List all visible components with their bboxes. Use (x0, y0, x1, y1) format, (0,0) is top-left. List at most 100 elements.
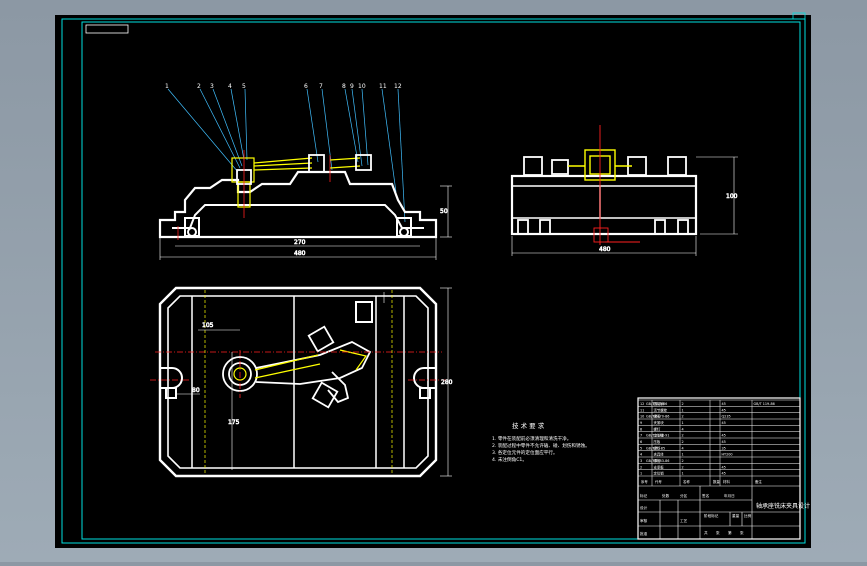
parts-list-cell: 夹具体 (654, 452, 665, 457)
parts-list-cell: 定位键 (654, 433, 665, 438)
parts-list-grid (637, 399, 801, 486)
dim-height: 50 (440, 208, 448, 215)
side-feet (517, 219, 689, 235)
sign-label: 签名 (702, 493, 710, 498)
parts-list-cell: 2 (682, 459, 684, 463)
parts-list-cell: 45 (722, 402, 726, 406)
dim-plan-depth: 175 (228, 419, 240, 426)
role-label: 工艺 (680, 518, 688, 523)
parts-list-cell: 2 (682, 415, 684, 419)
part-number: 9 (640, 421, 642, 425)
sign-label: 分区 (680, 493, 688, 498)
tech-requirement-item: 2. 装配过程中零件不允许磕、碰、划伤和锈蚀。 (492, 442, 590, 449)
plan-inner-outline (167, 295, 429, 469)
parts-list-cell: 支承板 (654, 464, 665, 469)
parts-list-cell: 圆柱销 (654, 401, 665, 406)
plan-hidden-lines (204, 290, 393, 474)
balloon-label: 2 (197, 83, 201, 90)
part-number: 6 (640, 440, 642, 444)
sheet-label: 共 (704, 530, 708, 535)
side-body (510, 174, 698, 236)
balloon-label: 9 (350, 83, 354, 90)
dim-plan-offset: 105 (202, 322, 214, 329)
sign-label: 标记 (640, 493, 648, 498)
plan-outline (158, 286, 438, 478)
parts-list-cell: 2 (682, 434, 684, 438)
front-view: 1 2 3 4 5 6 7 8 9 10 11 12 (158, 83, 452, 260)
balloon-label: 6 (304, 83, 308, 90)
parts-list-cell: 45 (722, 440, 726, 444)
parts-list-cell: GB/T 119-86 (754, 402, 775, 406)
parts-list-cell: GB/T 2148-91 (646, 434, 669, 438)
parts-list-cell: HT200 (722, 453, 733, 457)
part-number: 12 (640, 402, 644, 406)
dim-side-height: 100 (726, 193, 738, 200)
balloon-label: 4 (228, 83, 232, 90)
part-number: 4 (640, 453, 642, 457)
sheet-label: 张 (740, 530, 744, 535)
inner-frame (81, 21, 801, 540)
sheet-label: 第 (728, 530, 732, 535)
dim-width-inner: 270 (294, 239, 306, 246)
parts-list-cell: 35 (722, 446, 726, 450)
parts-list-cell: 1 (682, 472, 684, 476)
dim-plan-slot: 80 (192, 387, 200, 394)
fixture-body-outline (158, 170, 438, 239)
parts-list-header: 备注 (755, 479, 762, 484)
corner-mark (792, 12, 806, 20)
drawing-title: 轴承座铣床夹具设计 (756, 502, 810, 510)
parts-list-cell: 螺母 (654, 414, 661, 419)
parts-list-cell: 定位销 (654, 471, 665, 476)
part-number: 1 (640, 472, 642, 476)
parts-list-cell: 2 (682, 465, 684, 469)
dim-side-width: 480 (599, 246, 611, 253)
drawing-sheet (55, 15, 811, 548)
part-number: 7 (640, 434, 642, 438)
side-centerlines (593, 125, 640, 245)
sign-label: 年月日 (724, 493, 735, 498)
balloon-label: 8 (342, 83, 346, 90)
plan-centerlines (150, 350, 446, 398)
role-label: 批准 (640, 531, 648, 536)
role-label: 设计 (640, 505, 648, 510)
parts-list-cell: 2 (682, 402, 684, 406)
tech-requirement-item: 3. 各定位元件的定位面应平行。 (492, 449, 558, 456)
parts-list-cell: 夹紧块 (654, 420, 665, 425)
parts-list-cell: 1 (682, 453, 684, 457)
plan-dimensions: 105 175 80 280 (176, 287, 453, 477)
part-number: 2 (640, 465, 642, 469)
sign-label: 处数 (662, 493, 670, 498)
parts-list-cell: 2 (682, 440, 684, 444)
parts-list-cell: GB/T 70-85 (646, 446, 665, 450)
tech-requirement-item: 4. 未注倒角C1。 (492, 456, 527, 463)
tech-requirements: 技 术 要 求 1. 零件在装配前必须清理和清洗干净。 2. 装配过程中零件不允… (492, 421, 590, 463)
balloon-label: 3 (210, 83, 214, 90)
balloon-label: 11 (379, 83, 387, 90)
scale-label: 重量 (732, 513, 740, 518)
title-area-labels: 标记 处数 分区 签名 年月日 设计 审核 工艺 批准 阶段标记 重量 比例 共… (640, 493, 752, 536)
scale-label: 比例 (744, 513, 752, 518)
parts-list-header: 材料 (723, 479, 730, 484)
dim-width-overall: 480 (294, 250, 306, 257)
parts-list-cell: 螺钉 (654, 445, 661, 450)
parts-list-cell: GB/T 5783-86 (646, 459, 669, 463)
balloon-label: 10 (358, 83, 366, 90)
plan-ribs (191, 296, 405, 468)
scale-label: 阶段标记 (704, 513, 719, 518)
parts-list-cell: 螺栓 (654, 458, 661, 463)
parts-list-cell: GB/T 119-86 (646, 402, 667, 406)
parts-list-cell: 1 (682, 408, 684, 412)
balloon-label: 7 (319, 83, 323, 90)
parts-list-header: 代号 (655, 479, 662, 484)
fixture-inner-outline (172, 204, 424, 229)
parts-list-cell: 1 (682, 421, 684, 425)
parts-list-header: 序号 (641, 479, 648, 484)
drawing-number-box (85, 24, 129, 34)
workpiece (222, 325, 372, 409)
parts-list-cell: 45 (722, 465, 726, 469)
parts-list-cell: GB/T 6170-86 (646, 415, 669, 419)
role-label: 审核 (640, 518, 648, 523)
